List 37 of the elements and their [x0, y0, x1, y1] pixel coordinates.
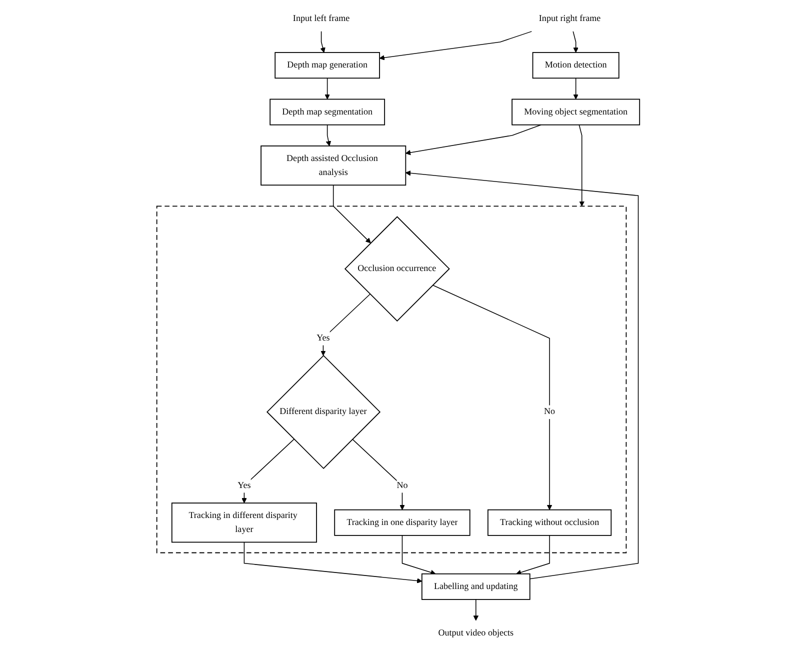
arrow	[432, 284, 552, 510]
node-text: Output video objects	[438, 628, 514, 638]
edge-label: Yes	[238, 480, 252, 490]
node-box: Depth assisted Occlusion analysis	[260, 146, 406, 186]
node-diamond: Occlusion occurrence	[344, 216, 450, 322]
node-text: Input left frame	[293, 14, 350, 24]
arrow	[516, 535, 550, 575]
node-text: Input right frame	[539, 14, 601, 24]
arrow	[579, 124, 585, 206]
arrow	[402, 535, 436, 575]
node-box: Depth map generation	[274, 52, 380, 79]
arrow	[333, 184, 372, 244]
edge-label: Yes	[316, 333, 330, 343]
edge-label: No	[396, 480, 408, 490]
arrow	[326, 124, 332, 146]
node-box: Tracking in one disparity layer	[334, 509, 471, 536]
arrow	[352, 438, 406, 510]
arrow	[573, 31, 579, 53]
arrow	[380, 31, 532, 60]
cluster	[156, 206, 627, 554]
node-box: Depth map segmentation	[270, 98, 386, 126]
arrow	[320, 31, 326, 53]
node-box: Moving object segmentation	[512, 98, 640, 126]
node-diamond: Different disparity layer	[266, 354, 381, 470]
node-box: Labelling and updating	[422, 573, 531, 600]
arrow	[573, 78, 579, 100]
arrow	[324, 78, 330, 100]
arrow	[320, 294, 371, 356]
arrow	[406, 170, 639, 580]
node-box: Tracking without occlusion	[488, 509, 612, 536]
arrow	[242, 438, 295, 504]
edge-label: No	[544, 407, 556, 417]
arrow	[406, 124, 542, 156]
arrow	[474, 599, 479, 621]
node-box: Motion detection	[532, 52, 620, 79]
arrow	[244, 542, 422, 584]
node-box: Tracking in different disparity layer	[172, 502, 318, 543]
